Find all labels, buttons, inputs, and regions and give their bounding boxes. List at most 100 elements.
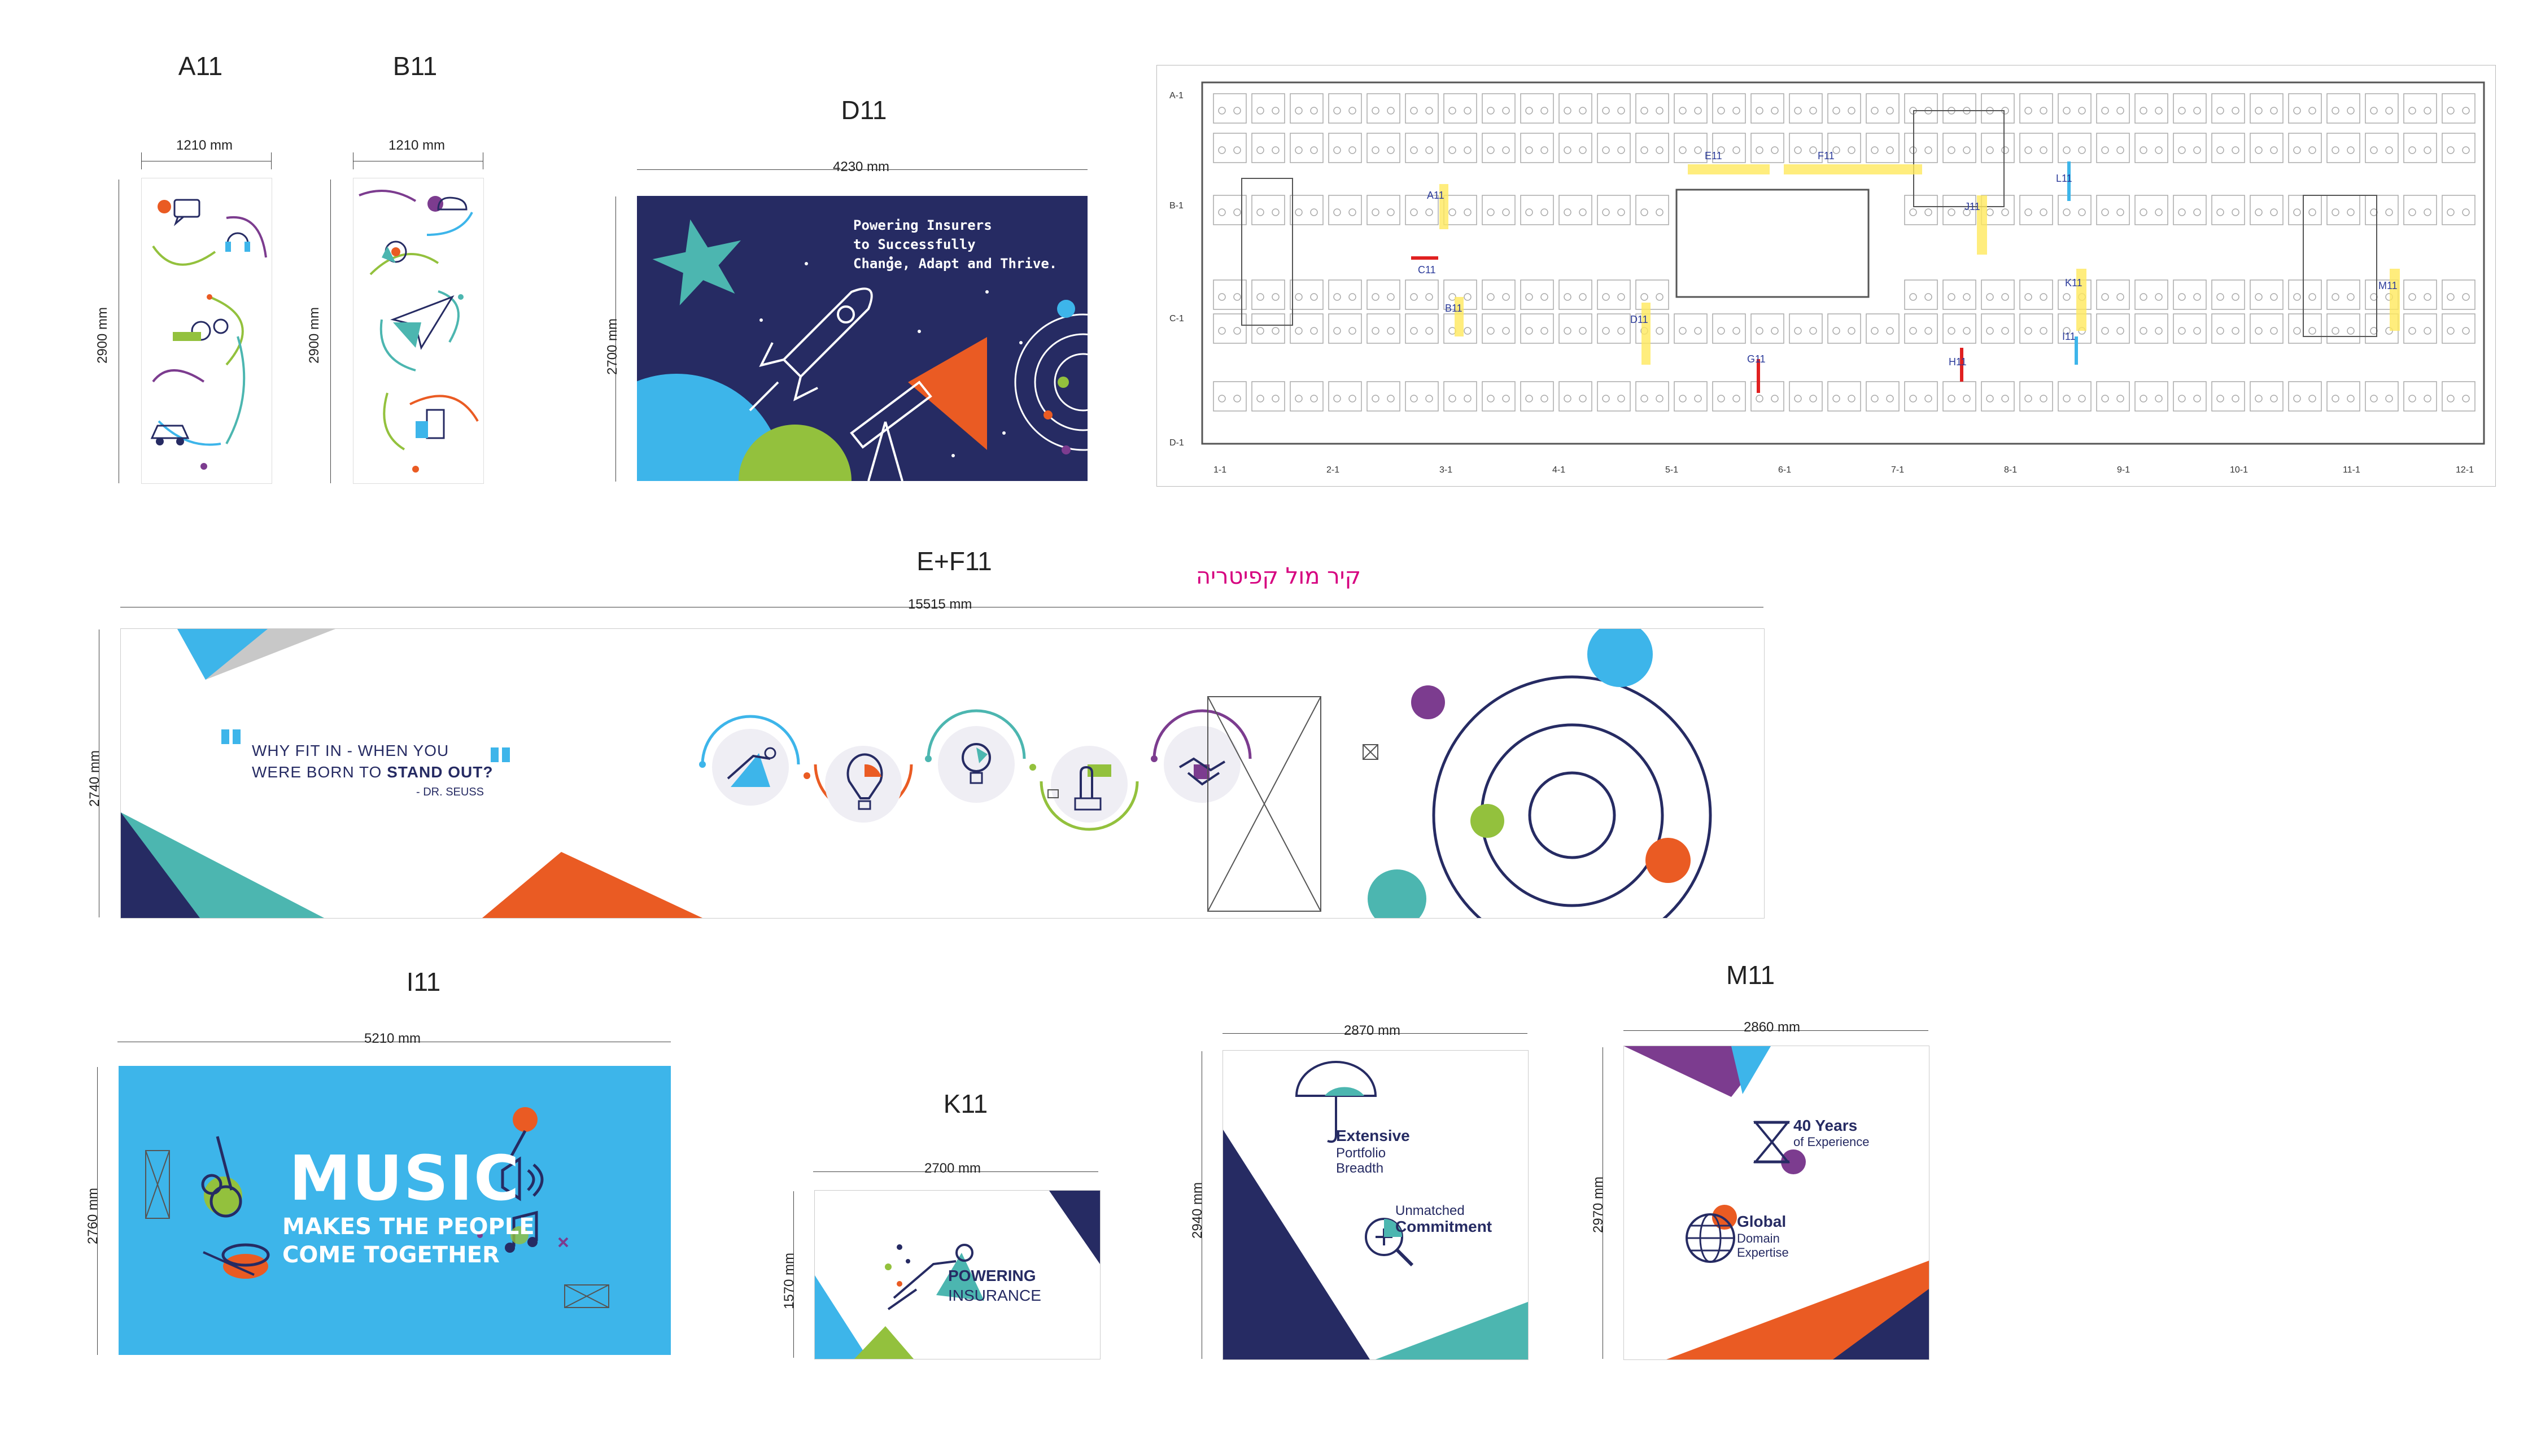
fp-row-label: D-1 <box>1169 438 1184 448</box>
superhero-icon <box>887 1244 984 1310</box>
a11-width-tick-right <box>271 152 272 169</box>
chat-icon <box>173 199 200 226</box>
gears-icon <box>173 318 229 341</box>
l11-height-label: 2940 mm <box>1190 1182 1205 1239</box>
placeholder-box <box>1207 696 1378 912</box>
i11-title: I11 <box>406 967 441 996</box>
ef11-quote-line1: WHY FIT IN - WHEN YOU <box>252 742 449 759</box>
fp-marker-label: M11 <box>2378 280 2398 291</box>
fp-highlight-f11 <box>1784 164 1922 174</box>
l11-panel: Extensive Portfolio Breadth Unmatched Co… <box>1223 1050 1529 1360</box>
i11-height-label: 2760 mm <box>85 1187 101 1244</box>
star-icon <box>652 219 741 305</box>
m11-title: M11 <box>1726 960 1775 990</box>
fp-highlight-e11 <box>1688 164 1770 174</box>
m11-panel: 40 Years of Experience Global Domain Exp… <box>1623 1046 1929 1360</box>
a11-width-label: 1210 mm <box>176 138 233 153</box>
d11-width-label: 4230 mm <box>833 159 890 174</box>
fp-col-label: 11-1 <box>2343 465 2360 475</box>
a11-width-tick-left <box>141 152 142 169</box>
fp-col-label: 3-1 <box>1439 465 1453 475</box>
d11-panel: Powering Insurers to Successfully Change… <box>637 196 1088 481</box>
fp-marker-l11 <box>2067 161 2071 201</box>
d11-text-line1: Powering Insurers <box>853 217 992 233</box>
m11-item2-l2: Domain <box>1737 1231 1780 1245</box>
m11-height-label: 2970 mm <box>1591 1176 1606 1233</box>
b11-width-label: 1210 mm <box>388 138 446 153</box>
k11-line2: INSURANCE <box>948 1287 1041 1304</box>
k11-title: K11 <box>943 1089 988 1118</box>
fp-col-label: 12-1 <box>2456 465 2474 475</box>
magnifier-icon <box>1365 1218 1414 1267</box>
handshake-icon <box>1178 757 1226 786</box>
globe-icon <box>1686 1205 1737 1263</box>
fp-marker-label: I11 <box>2062 331 2076 342</box>
fp-col-label: 1-1 <box>1213 465 1227 475</box>
fp-row-label: C-1 <box>1169 314 1184 323</box>
k11-height-dimension-line <box>793 1191 794 1358</box>
fp-highlight-a11 <box>1439 184 1448 229</box>
fp-marker-g11 <box>1757 359 1760 393</box>
hot-air-balloon-icon <box>846 753 883 810</box>
a11-height-label: 2900 mm <box>95 307 110 364</box>
quote-mark-open-icon <box>221 729 241 744</box>
telescope-icon <box>850 381 932 481</box>
ef11-quote-line2-bold: STAND OUT? <box>387 763 494 781</box>
d11-text-line2: to Successfully <box>853 237 976 252</box>
fp-col-label: 10-1 <box>2230 465 2249 475</box>
ef11-quote-line2-prefix: WERE BORN TO <box>252 763 387 781</box>
i11-width-label: 5210 mm <box>364 1031 421 1046</box>
fp-marker-label: E11 <box>1705 150 1722 161</box>
fp-col-label: 7-1 <box>1891 465 1905 475</box>
fp-marker-label: L11 <box>2056 173 2072 184</box>
speaker-icon <box>501 1156 544 1201</box>
b11-height-dimension-line <box>330 180 331 483</box>
i11-line3: COME TOGETHER <box>282 1242 500 1268</box>
m11-item2-bold: Global <box>1737 1213 1787 1230</box>
fp-marker-label: F11 <box>1818 150 1835 161</box>
b11-height-label: 2900 mm <box>307 307 322 364</box>
fp-col-label: 4-1 <box>1552 465 1566 475</box>
l11-item2-bold: Commitment <box>1395 1218 1492 1235</box>
ef11-hebrew-note: קיר מול קפיטריה <box>1195 563 1361 589</box>
m11-width-dimension-line <box>1623 1030 1928 1031</box>
fp-highlight-b11 <box>1455 297 1464 336</box>
d11-height-dimension-line <box>615 196 616 482</box>
ef11-quote-line2: WERE BORN TO STAND OUT? <box>252 763 493 781</box>
d11-height-label: 2700 mm <box>605 318 620 375</box>
b11-title: B11 <box>392 51 438 81</box>
fp-marker-label: D11 <box>1630 314 1648 325</box>
fp-marker-label: J11 <box>1964 201 1980 212</box>
superhero-icon <box>727 747 776 787</box>
fp-col-label: 8-1 <box>2004 465 2018 475</box>
placeholder-box-left <box>145 1150 170 1219</box>
ef11-panel: WHY FIT IN - WHEN YOU WERE BORN TO STAND… <box>120 628 1765 919</box>
i11-height-dimension-line <box>97 1067 98 1355</box>
fp-marker-label: H11 <box>1949 356 1967 368</box>
k11-line1: POWERING <box>948 1267 1036 1284</box>
k11-width-dimension-line <box>813 1171 1098 1172</box>
drum-icon <box>203 1243 270 1279</box>
l11-item1-l3: Breadth <box>1336 1161 1384 1176</box>
i11-panel: MUSIC MAKES THE PEOPLE COME TOGETHER <box>119 1066 671 1355</box>
l11-item1-l2: Portfolio <box>1336 1145 1386 1161</box>
fp-col-label: 5-1 <box>1665 465 1679 475</box>
fp-highlight-d11 <box>1641 303 1651 365</box>
i11-line2: MAKES THE PEOPLE <box>282 1214 535 1240</box>
ef11-title: E+F11 <box>916 546 992 576</box>
fp-marker-label: K11 <box>2065 277 2082 288</box>
l11-width-label: 2870 mm <box>1344 1023 1401 1038</box>
headset-icon <box>225 232 250 252</box>
orbit-icon <box>1014 313 1088 451</box>
m11-width-label: 2860 mm <box>1744 1020 1801 1035</box>
rocket-icon <box>749 287 873 412</box>
m11-item2-l3: Expertise <box>1737 1245 1789 1260</box>
fp-highlight-m11 <box>2390 269 2400 331</box>
fp-marker-h11 <box>1960 348 1963 382</box>
fp-row-label: B-1 <box>1169 201 1184 211</box>
fp-row-label: A-1 <box>1169 91 1184 100</box>
k11-height-label: 1570 mm <box>781 1252 797 1309</box>
touch-icon <box>1074 764 1111 811</box>
l11-width-dimension-line <box>1223 1033 1527 1034</box>
